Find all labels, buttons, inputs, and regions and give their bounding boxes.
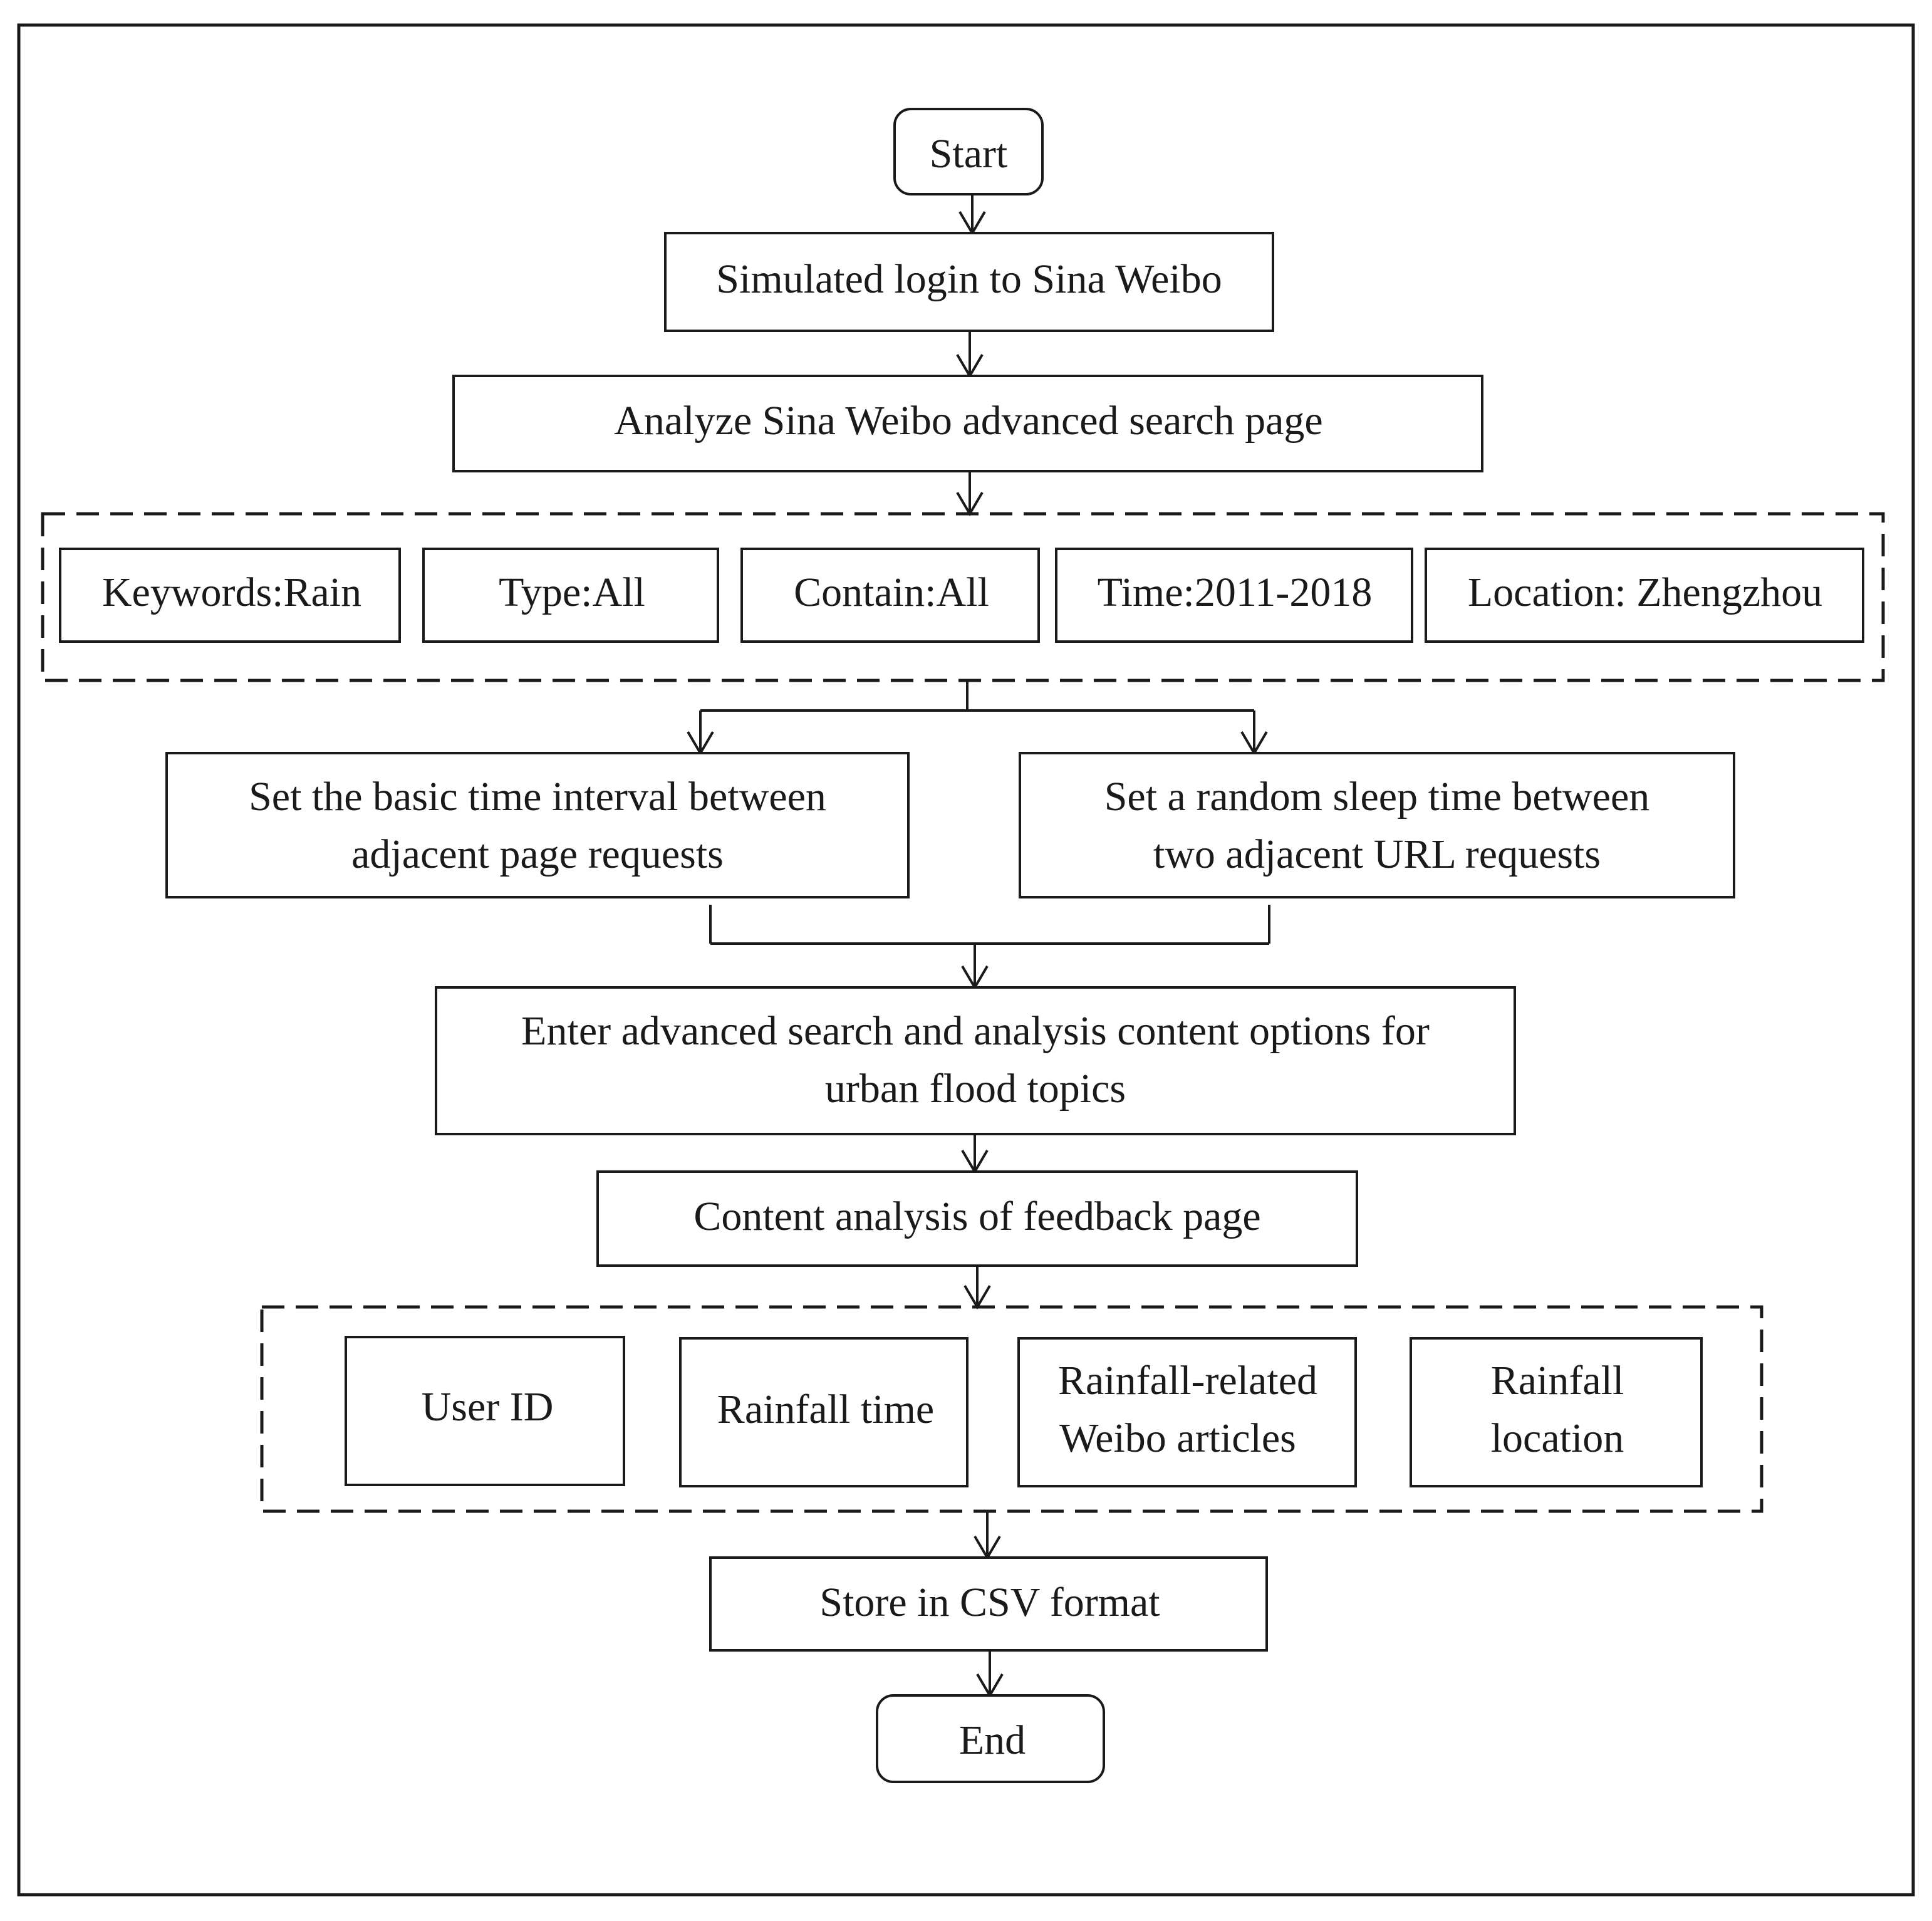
param-time-label: Time:2011-2018 <box>1098 570 1373 615</box>
svg-text:Enter advanced search and anal: Enter advanced search and analysis conte… <box>521 1008 1430 1054</box>
field-rainfall-location-line-1: Rainfall <box>1491 1358 1624 1403</box>
enter-search-line-2: urban flood topics <box>825 1066 1126 1111</box>
field-rainfall-location-line-2: location <box>1491 1415 1624 1461</box>
field-user-id-label: User ID <box>422 1384 554 1430</box>
analyze-step: Analyze Sina Weibo advanced search page <box>452 375 1483 472</box>
sleep-line-2: two adjacent URL requests <box>1153 831 1601 877</box>
param-keywords: Keywords:Rain <box>59 548 401 643</box>
interval-line-2: adjacent page requests <box>351 831 724 877</box>
svg-text:Set a random sleep time betwee: Set a random sleep time between <box>1104 774 1650 820</box>
enter-search-line-1: Enter advanced search and analysis conte… <box>521 1008 1430 1054</box>
svg-text:adjacent page requests: adjacent page requests <box>351 831 724 877</box>
login-label: Simulated login to Sina Weibo <box>716 256 1222 302</box>
param-type: Type:All <box>422 548 719 643</box>
field-user-id: User ID <box>345 1336 625 1486</box>
content-analysis-label: Content analysis of feedback page <box>693 1194 1260 1239</box>
search-parameters-group <box>41 512 1885 682</box>
field-weibo-articles-line-2: Weibo articles <box>1059 1415 1296 1461</box>
field-rainfall-location: Rainfall location <box>1410 1337 1703 1487</box>
merge-connector <box>709 905 1270 990</box>
field-weibo-articles-line-1: Rainfall-related <box>1058 1358 1317 1403</box>
svg-text:Weibo articles: Weibo articles <box>1059 1415 1296 1461</box>
param-contain: Contain:All <box>740 548 1040 643</box>
svg-text:location: location <box>1491 1415 1624 1461</box>
interval-line-1: Set the basic time interval between <box>249 774 826 820</box>
start-node: Start <box>893 108 1044 195</box>
svg-text:Rainfall: Rainfall <box>1491 1358 1624 1403</box>
end-label: End <box>959 1717 1026 1763</box>
param-time: Time:2011-2018 <box>1055 548 1413 643</box>
login-step: Simulated login to Sina Weibo <box>664 232 1274 332</box>
sleep-step: Set a random sleep time between two adja… <box>1019 752 1735 898</box>
field-rainfall-time: Rainfall time <box>679 1337 969 1487</box>
svg-text:Rainfall-related: Rainfall-related <box>1058 1358 1317 1403</box>
field-weibo-articles: Rainfall-related Weibo articles <box>1017 1337 1357 1487</box>
store-csv-label: Store in CSV format <box>819 1580 1160 1625</box>
sleep-line-1: Set a random sleep time between <box>1104 774 1650 820</box>
start-label: Start <box>930 131 1008 177</box>
param-keywords-label: Keywords:Rain <box>102 570 361 615</box>
svg-text:Set the basic time interval be: Set the basic time interval between <box>249 774 826 820</box>
field-rainfall-time-label: Rainfall time <box>717 1387 934 1432</box>
end-node: End <box>876 1694 1105 1783</box>
analyze-label: Analyze Sina Weibo advanced search page <box>614 398 1322 444</box>
param-location: Location: Zhengzhou <box>1425 548 1864 643</box>
svg-text:urban flood topics: urban flood topics <box>825 1066 1126 1111</box>
store-csv-step: Store in CSV format <box>709 1556 1268 1652</box>
extracted-fields-group <box>260 1305 1763 1513</box>
svg-text:two adjacent URL requests: two adjacent URL requests <box>1153 831 1601 877</box>
enter-search-step: Enter advanced search and analysis conte… <box>435 986 1516 1135</box>
param-contain-label: Contain:All <box>794 570 989 615</box>
split-connector <box>687 680 1268 756</box>
content-analysis-step: Content analysis of feedback page <box>596 1170 1358 1267</box>
param-type-label: Type:All <box>499 570 645 615</box>
interval-step: Set the basic time interval between adja… <box>165 752 910 898</box>
param-location-label: Location: Zhengzhou <box>1468 570 1822 615</box>
